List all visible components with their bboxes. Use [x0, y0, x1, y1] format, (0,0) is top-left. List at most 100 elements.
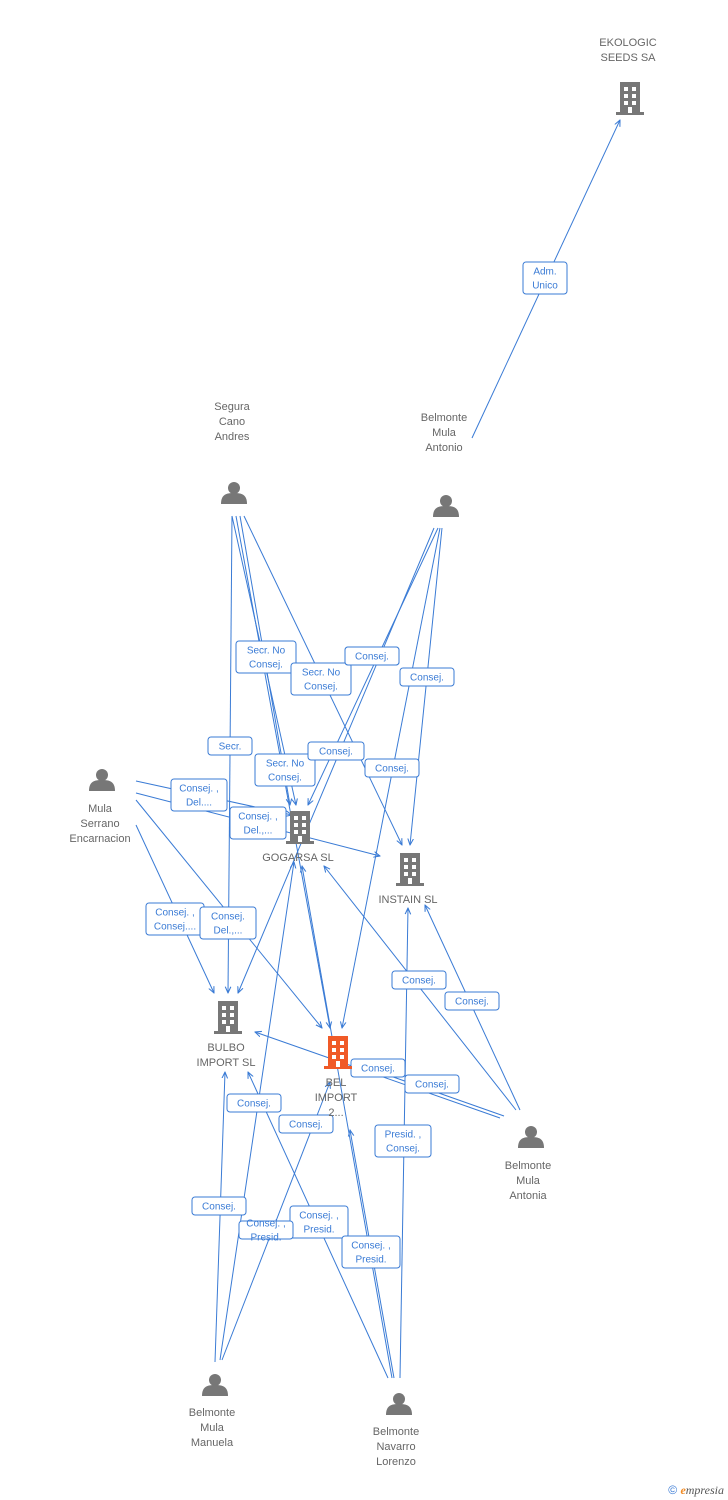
edge-label-lorenzo-to-instain[interactable]: Presid. ,Consej. — [374, 1124, 432, 1158]
edge-label-text: Consej. , — [246, 1219, 285, 1230]
edge-label-antonio-to-gogarsa[interactable]: Consej. — [307, 741, 365, 761]
edge-label-manuela-to-bulbo[interactable]: Consej. — [191, 1196, 247, 1216]
edge-label-box — [344, 646, 400, 666]
node-label-serrano: Serrano — [80, 818, 119, 830]
edge-label-lorenzo-to-gogarsa[interactable]: Consej. , Presid. — [238, 1219, 294, 1244]
node-label-gogarsa: GOGARSA SL — [262, 852, 334, 864]
edge-label-antonio-to-instain[interactable]: Consej. — [399, 667, 455, 687]
node-gogarsa[interactable]: GOGARSA SL — [262, 811, 334, 864]
edge-label-manuela-to-bel[interactable]: Consej. — [278, 1114, 334, 1134]
edge-label-text: Consej. — [268, 773, 302, 784]
edge-label-lorenzo-to-bulbo[interactable]: Consej. , Presid. — [289, 1205, 349, 1239]
node-label-bulbo: BULBO — [207, 1042, 245, 1054]
empresia-logo: empresia — [680, 1483, 724, 1497]
edge-label-serrano-to-bel[interactable]: Consej.Del.,... — [199, 906, 257, 940]
edge-label-text: Presid. — [303, 1225, 334, 1236]
node-label-ekologic: EKOLOGIC — [599, 37, 657, 49]
node-label-segura: Cano — [219, 416, 245, 428]
edge-label-box — [374, 1124, 432, 1158]
edge-label-antonia-to-gogarsa[interactable]: Consej. — [391, 970, 447, 990]
person-icon — [518, 1126, 544, 1148]
edge-label-antonia-to-bel[interactable]: Consej. — [404, 1074, 460, 1094]
edge-label-text: Consej. — [249, 660, 283, 671]
edge-label-text: Presid. , — [385, 1130, 422, 1141]
edge-label-box — [307, 741, 365, 761]
edge-label-box — [170, 778, 228, 812]
edge-label-serrano-to-bulbo[interactable]: Consej. ,Consej.... — [145, 902, 205, 936]
node-label-antonio: Mula — [432, 427, 457, 439]
edge-label-text: Consej. , — [299, 1211, 338, 1222]
edge-label-text: Consej. — [237, 1099, 271, 1110]
edge-label-antonia-to-instain[interactable]: Consej. — [444, 991, 500, 1011]
node-label-bel: BEL — [326, 1077, 347, 1089]
edge-label-box — [207, 736, 253, 756]
edge-label-text: Consej. — [455, 997, 489, 1008]
empresia-footer[interactable]: © empresia — [668, 1483, 724, 1498]
edge-label-text: Presid. — [250, 1233, 281, 1244]
building-icon — [286, 811, 314, 844]
edge-label-text: Consej. — [361, 1064, 395, 1075]
edge-label-text: Consej. , — [351, 1241, 390, 1252]
node-label-manuela: Belmonte — [189, 1407, 235, 1419]
edge-label-text: Consej. — [202, 1202, 236, 1213]
edge-label-text: Del.... — [186, 798, 212, 809]
person-icon — [202, 1374, 228, 1396]
edge-label-text: Consej. — [375, 764, 409, 775]
node-instain[interactable]: INSTAIN SL — [378, 853, 438, 906]
edge-label-text: Consej. — [304, 682, 338, 693]
node-label-serrano: Mula — [88, 803, 113, 815]
edge-label-text: Consej. — [415, 1080, 449, 1091]
edge-label-text: Del.,... — [244, 826, 273, 837]
edge-label-box — [522, 261, 568, 295]
node-label-antonia: Mula — [516, 1175, 541, 1187]
person-icon — [89, 769, 115, 791]
edge-label-text: Secr. No — [266, 759, 305, 770]
edge-label-box — [278, 1114, 334, 1134]
node-label-bel: IMPORT — [315, 1092, 358, 1104]
node-label-ekologic: SEEDS SA — [600, 52, 656, 64]
edge-label-segura-to-bel[interactable]: Secr. No Consej. — [254, 753, 316, 787]
edge-label-serrano-to-gogarsa[interactable]: Consej. ,Del.... — [170, 778, 228, 812]
node-label-antonia: Belmonte — [505, 1160, 551, 1172]
edge-label-antonio-to-bulbo[interactable]: Consej. — [364, 758, 420, 778]
node-label-lorenzo: Belmonte — [373, 1426, 419, 1438]
node-bel[interactable]: BEL IMPORT 2... — [315, 1036, 358, 1119]
edge-label-box — [235, 640, 297, 674]
edge-label-manuela-to-gogarsa[interactable]: Consej. — [226, 1093, 282, 1113]
copyright-symbol: © — [668, 1483, 678, 1497]
edge-label-text: Presid. — [355, 1255, 386, 1266]
node-label-manuela: Mula — [200, 1422, 225, 1434]
edge-label-box — [444, 991, 500, 1011]
edge-label-serrano-to-instain[interactable]: Consej. ,Del.,... — [229, 806, 287, 840]
node-label-bel: 2... — [328, 1107, 343, 1119]
edge-label-antonio-to-ekologic[interactable]: Adm.Unico — [522, 261, 568, 295]
edge-label-lorenzo-to-bel[interactable]: Consej. , Presid. — [341, 1235, 401, 1269]
edge-label-text: Secr. — [219, 742, 242, 753]
node-label-manuela: Manuela — [191, 1437, 234, 1449]
edge-label-text: Consej. — [319, 747, 353, 758]
building-icon — [616, 82, 644, 115]
edge-label-text: Unico — [532, 281, 558, 292]
edge-label-antonio-to-bel[interactable]: Consej. — [344, 646, 400, 666]
node-label-segura: Segura — [214, 401, 250, 413]
edge-label-segura-to-bulbo[interactable]: Secr. — [207, 736, 253, 756]
edge-label-box — [226, 1093, 282, 1113]
edge-label-box — [191, 1196, 247, 1216]
edge-label-text: Consej.... — [154, 922, 196, 933]
edge-label-box — [290, 662, 352, 696]
node-label-antonio: Belmonte — [421, 412, 467, 424]
edge-label-box — [199, 906, 257, 940]
edge-label-text: Consej. — [289, 1120, 323, 1131]
node-ekologic[interactable]: EKOLOGIC SEEDS SA — [599, 37, 657, 115]
edge-label-antonia-to-bulbo[interactable]: Consej. — [350, 1058, 406, 1078]
node-label-serrano: Encarnacion — [69, 833, 130, 845]
